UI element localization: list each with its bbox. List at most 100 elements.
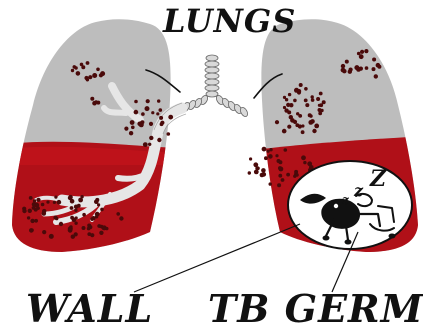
germ-dot <box>303 161 306 164</box>
germ-dot <box>260 173 265 178</box>
sleep-z-large: Z <box>369 166 387 192</box>
germ-dot <box>70 206 74 210</box>
germ-dot <box>357 52 361 56</box>
germ-dot <box>294 170 298 174</box>
germ-dot <box>86 78 89 81</box>
sleep-z-medium: z <box>353 181 364 200</box>
germ-dot <box>341 64 345 68</box>
germ-dot <box>116 212 120 216</box>
germ-dot <box>312 129 316 133</box>
germ-dot <box>264 156 268 160</box>
germ-dot <box>141 112 145 116</box>
germ-dot <box>97 203 100 206</box>
germ-dot <box>74 205 78 209</box>
germ-dot <box>283 106 286 109</box>
germ-dot <box>148 143 151 146</box>
germ-dot <box>293 175 296 178</box>
germ-dot <box>76 71 81 76</box>
germ-dot <box>53 201 56 204</box>
germ-dot <box>124 127 128 131</box>
germ-dot <box>286 173 290 177</box>
germ-dot <box>151 111 154 114</box>
germ-dot <box>86 61 90 65</box>
germ-dot <box>319 92 323 96</box>
germ-dot <box>275 154 278 157</box>
trachea <box>205 55 219 97</box>
main-bronchi <box>181 94 249 118</box>
germ-dot <box>88 75 92 79</box>
germ-dot <box>277 183 281 187</box>
germ-dot <box>87 232 91 236</box>
germ-dot <box>74 66 77 69</box>
germ-dot <box>354 65 359 70</box>
germ-dot <box>57 200 62 205</box>
germ-dot <box>94 199 99 204</box>
germ-dot <box>268 154 273 159</box>
germ-dot <box>298 114 302 118</box>
germ-dot <box>36 198 40 202</box>
germ-dot <box>322 100 326 104</box>
germ-dot <box>119 216 123 220</box>
germ-dot <box>301 130 305 134</box>
germ-dot <box>304 87 308 91</box>
wall-label: WALL <box>26 286 153 331</box>
germ-dot <box>28 209 32 213</box>
germ-dot <box>149 136 153 140</box>
germ-dot <box>42 211 47 216</box>
germ-dot <box>293 99 297 103</box>
germ-dot <box>269 148 272 151</box>
germ-dot <box>100 208 104 212</box>
germ-dot <box>74 209 77 212</box>
germ-dot <box>255 166 259 170</box>
germ-dot <box>360 50 364 54</box>
germ-dot <box>29 228 34 233</box>
germ-dot <box>359 67 363 71</box>
germ-dot <box>82 213 86 217</box>
germ-dot <box>87 227 91 231</box>
germ-dot <box>100 71 105 76</box>
germ-dot <box>305 103 309 107</box>
germ-dot <box>131 126 135 130</box>
germ-dot <box>22 209 26 213</box>
germ-dot <box>307 161 312 166</box>
germ-dot <box>157 99 160 102</box>
germ-dot <box>297 89 301 93</box>
germ-dot <box>287 110 291 114</box>
germ-dot <box>130 120 135 125</box>
germ-dot <box>129 131 133 135</box>
germ-dot <box>348 70 352 74</box>
germ-dot <box>288 93 291 96</box>
germ-dot <box>91 216 95 220</box>
germ-dot <box>29 196 33 200</box>
germ-dot <box>342 69 346 73</box>
germ-dot <box>377 63 380 66</box>
germ-dot <box>134 110 139 115</box>
germ-dot <box>69 225 72 228</box>
germ-dot <box>32 202 37 207</box>
germ-dot <box>278 160 282 164</box>
germ-dot <box>372 58 376 62</box>
germ-dot <box>320 109 323 112</box>
germ-dot <box>75 216 78 219</box>
germ-dot <box>96 68 100 72</box>
left-lung <box>0 19 175 260</box>
germ-dot <box>71 69 74 72</box>
germ-dot <box>92 73 97 78</box>
germ-dot <box>278 174 282 178</box>
germ-dot <box>90 97 94 101</box>
germ-dot <box>37 207 40 210</box>
germ-dot <box>301 155 306 160</box>
germ-dot <box>80 63 84 67</box>
germ-dot <box>299 83 303 87</box>
germ-dot <box>374 74 378 78</box>
germ-dot <box>319 103 323 107</box>
germ-dot <box>32 206 36 210</box>
germ-dot <box>49 234 54 239</box>
germ-dot <box>248 171 251 174</box>
germ-dot <box>311 95 314 98</box>
germ-dot <box>283 96 286 99</box>
germ-dot <box>70 216 74 220</box>
germ-dot <box>295 123 299 127</box>
germ-dot <box>316 97 320 101</box>
